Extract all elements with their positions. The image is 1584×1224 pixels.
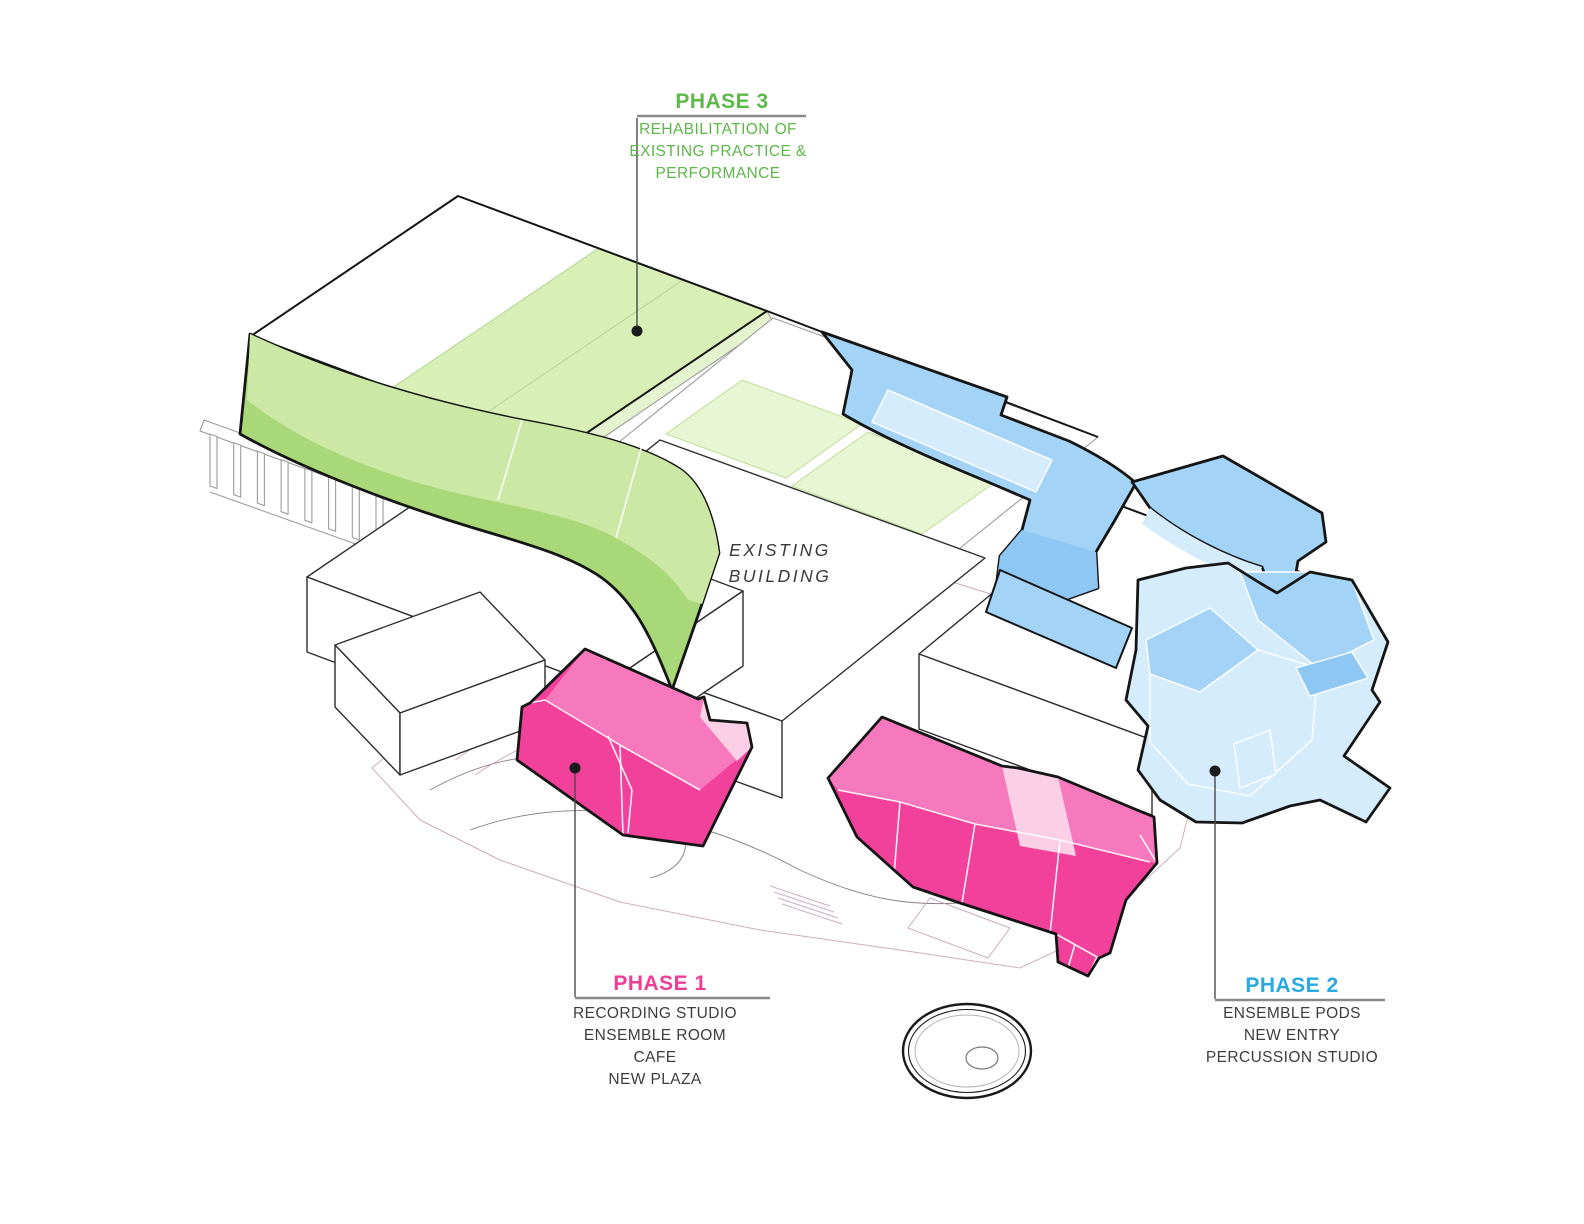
fountain-dish: [901, 1002, 1033, 1100]
existing-building-label-line2: BUILDING: [729, 566, 832, 586]
phase2-desc-line: NEW ENTRY: [1244, 1027, 1340, 1044]
phase3-desc-line: PERFORMANCE: [656, 165, 781, 182]
phase2-desc-line: ENSEMBLE PODS: [1223, 1005, 1361, 1022]
roof-ridge-line: [475, 279, 684, 421]
ribbon-top-face: [247, 334, 719, 604]
phase3-desc-line: EXISTING PRACTICE &: [629, 143, 807, 160]
phase3-green-ribbon: [238, 332, 721, 692]
studio-fold-highlight: [607, 735, 633, 834]
ensemble-pale-stripe: [1002, 766, 1076, 856]
plaza-terrace: [907, 897, 1011, 959]
fountain-drain: [965, 1046, 999, 1070]
studio-right-sliver: [700, 697, 752, 761]
phase2-anchor-dot: [1209, 765, 1221, 777]
roof-ridge-line: [391, 247, 600, 389]
fountain-inner-ring: [907, 1008, 1027, 1094]
phase3-desc-line: REHABILITATION OF: [639, 121, 797, 138]
practice-room-patch: [664, 379, 864, 479]
studio-top-face: [545, 649, 752, 790]
existing-building-label-line1: EXISTING: [729, 540, 831, 560]
phase3-anchor-dot: [631, 325, 643, 337]
studio-outline: [515, 647, 754, 848]
phase1-ensemble-building: [826, 715, 1159, 978]
ensemble-seam: [892, 801, 1158, 935]
plaza-topo-line: [469, 810, 971, 905]
phase1-anchor-dot: [569, 762, 581, 774]
ribbon-seam: [497, 419, 523, 501]
existing-upper-roof: [582, 310, 1099, 591]
ensemble-pods-cluster: [1124, 561, 1392, 825]
pod-facet-box: [1233, 729, 1277, 789]
ensemble-outline: [826, 715, 1159, 978]
phase3-title: PHASE 3: [675, 90, 768, 113]
phase2-entry-band: [820, 330, 1328, 669]
phase2-title: PHASE 2: [1245, 974, 1338, 997]
ribbon-seam: [615, 444, 643, 539]
phase1-desc-line: ENSEMBLE ROOM: [584, 1027, 726, 1044]
entry-band-connector: [985, 569, 1133, 669]
pod-facet-front: [1149, 649, 1319, 797]
phase1-desc-line: RECORDING STUDIO: [573, 1005, 737, 1022]
phase1-desc-line: CAFE: [634, 1049, 677, 1066]
phase2-desc-line: PERCUSSION STUDIO: [1206, 1049, 1378, 1066]
phase2-callout: PHASE 2 ENSEMBLE PODS NEW ENTRY PERCUSSI…: [1206, 765, 1385, 1066]
fountain-faint-ring: [914, 1014, 1020, 1088]
phase1-callout: PHASE 1 RECORDING STUDIO ENSEMBLE ROOM C…: [569, 762, 770, 1088]
phase1-desc-line: NEW PLAZA: [608, 1071, 701, 1088]
trellis-bottom-rail: [209, 491, 379, 553]
ensemble-top-face: [828, 717, 1157, 863]
phase1-title: PHASE 1: [613, 972, 706, 995]
phase1-recording-studio: [515, 647, 754, 848]
pod-facet-bar: [1295, 651, 1369, 697]
pods-outline: [1124, 561, 1392, 825]
phase3-callout: PHASE 3 REHABILITATION OF EXISTING PRACT…: [629, 90, 807, 337]
fountain-outer-ring: [901, 1002, 1033, 1100]
skylight-trench: [871, 389, 1053, 493]
